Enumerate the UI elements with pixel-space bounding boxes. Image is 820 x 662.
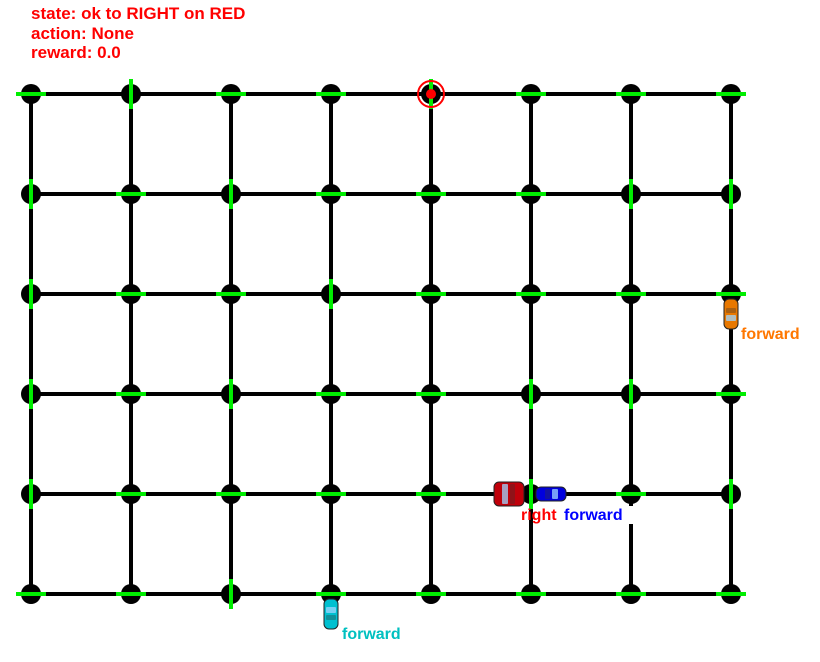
intersection: [316, 84, 346, 104]
intersection: [21, 179, 41, 209]
roads: [29, 92, 733, 596]
car-icon: [323, 598, 339, 630]
intersection: [316, 184, 346, 204]
label-background: [563, 506, 633, 524]
intersection: [116, 584, 146, 604]
intersection: [516, 184, 546, 204]
intersection: [616, 284, 646, 304]
intersection: [221, 179, 241, 209]
target-icon: [426, 89, 436, 99]
intersection: [416, 184, 446, 204]
reward-text: reward: 0.0: [31, 43, 121, 62]
intersection: [716, 384, 746, 404]
intersection: [516, 284, 546, 304]
intersection: [16, 584, 46, 604]
intersection: [116, 384, 146, 404]
intersection: [116, 184, 146, 204]
intersection: [316, 384, 346, 404]
orange-car: [723, 298, 739, 330]
intersection: [716, 584, 746, 604]
windshield-icon: [326, 607, 336, 613]
cyan-car-label: forward: [342, 626, 401, 643]
blue-car-label: forward: [564, 507, 623, 524]
intersection: [221, 379, 241, 409]
action-text: action: None: [31, 23, 134, 43]
intersection: [416, 584, 446, 604]
intersection: [721, 179, 741, 209]
intersection: [216, 484, 246, 504]
blue-car: [535, 486, 567, 502]
intersection: [521, 479, 541, 509]
intersection: [21, 279, 41, 309]
intersection: [316, 484, 346, 504]
intersection: [21, 479, 41, 509]
intersection: [616, 484, 646, 504]
windshield-icon: [502, 484, 508, 504]
roof-icon: [726, 308, 736, 313]
intersections: [16, 79, 746, 609]
intersection: [121, 79, 141, 109]
intersection: [116, 484, 146, 504]
intersection: [416, 384, 446, 404]
roof-icon: [326, 615, 336, 620]
intersection: [621, 379, 641, 409]
car-icon: [493, 481, 525, 507]
intersection: [521, 379, 541, 409]
intersection: [216, 284, 246, 304]
cyan-car: [323, 598, 339, 630]
intersection: [416, 284, 446, 304]
car-icon: [535, 486, 567, 502]
intersection: [221, 579, 241, 609]
car-icon: [723, 298, 739, 330]
intersection: [116, 284, 146, 304]
intersection: [616, 84, 646, 104]
intersection: [216, 84, 246, 104]
orange-car-label: forward: [741, 326, 800, 343]
intersection: [21, 379, 41, 409]
windshield-icon: [726, 315, 736, 321]
intersection: [721, 479, 741, 509]
intersection: [321, 279, 341, 309]
intersection: [516, 584, 546, 604]
intersection: [716, 284, 746, 304]
goal-marker: [417, 80, 445, 108]
intersection: [616, 584, 646, 604]
agent-car-label: right: [521, 507, 557, 524]
intersection: [316, 584, 346, 604]
agent-car: [493, 481, 525, 507]
intersection: [716, 84, 746, 104]
intersection: [16, 84, 46, 104]
roof-icon: [510, 484, 515, 504]
target-ring: [417, 80, 445, 108]
intersection: [516, 84, 546, 104]
cars: right forward forward forward: [323, 298, 800, 643]
intersection: [416, 484, 446, 504]
roof-icon: [545, 489, 550, 499]
windshield-icon: [552, 489, 558, 499]
state-text: state: ok to RIGHT on RED: [31, 4, 246, 23]
hud-panel: state: ok to RIGHT on RED action: None r…: [31, 4, 245, 63]
intersection: [621, 179, 641, 209]
